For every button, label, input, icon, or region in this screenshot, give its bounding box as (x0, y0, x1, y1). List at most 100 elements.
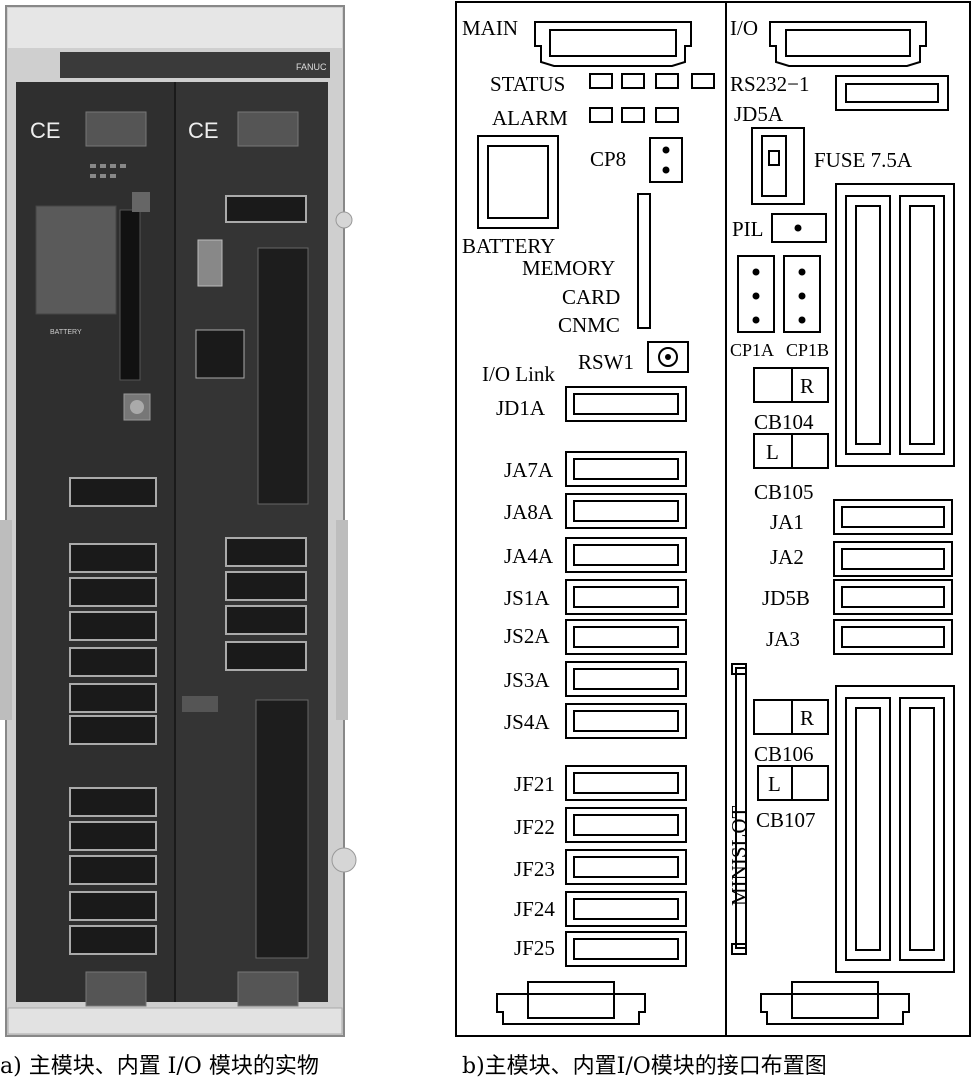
lower-slot-right-outer (899, 697, 945, 961)
left-d-sub-connectors (565, 386, 687, 967)
right-d-sub-connectors (833, 499, 953, 655)
bottom-right-connector-inner (791, 981, 879, 1019)
upper-slot-left-outer (845, 195, 891, 455)
label-ja8a: JA8A (504, 500, 554, 524)
photo-rs232-connector (225, 195, 307, 223)
label-js3a: JS3A (504, 668, 550, 692)
label-memory: MEMORY (522, 256, 615, 280)
photo-ce-mark: CE (30, 118, 61, 143)
photo-side-tab (0, 520, 12, 720)
bottom-left-connector-inner (527, 981, 615, 1019)
photo-side-tab (336, 520, 348, 720)
rsw1-dial (658, 347, 678, 367)
module-photo: FANUC CE CE BATTERY (0, 5, 357, 1037)
photo-battery-text: BATTERY (50, 329, 82, 336)
caption-a: a) 主模块、内置 I/O 模块的实物 (0, 1054, 319, 1079)
photo-screw (335, 211, 353, 229)
label-jd5b: JD5B (762, 586, 810, 610)
diagram-frame (455, 1, 971, 1037)
label-rs232: RS232−1 (730, 72, 810, 96)
photo-latch (182, 696, 218, 712)
main-connector (534, 21, 692, 67)
alarm-leds (589, 107, 679, 123)
photo-ja-slot-top (257, 247, 309, 505)
label-io: I/O (730, 16, 758, 40)
label-cb106: CB106 (754, 742, 814, 766)
label-card: CARD (562, 285, 620, 309)
label-cp1a: CP1A (730, 340, 774, 360)
fuse-holder (751, 127, 805, 205)
upper-slot-outer (835, 183, 955, 467)
photo-memory-slot (119, 209, 141, 381)
label-io-link: I/O Link (482, 362, 555, 386)
label-ja2: JA2 (770, 545, 804, 569)
lower-slot-left-inner (855, 707, 881, 951)
label-jf23: JF23 (514, 857, 555, 881)
photo-screw (331, 847, 357, 873)
photo-label-strip (60, 52, 330, 78)
label-status: STATUS (490, 72, 565, 96)
photo-ce-mark-2: CE (188, 118, 219, 143)
minislot-cap-bottom (731, 943, 747, 955)
bottom-right-connector (760, 993, 910, 1025)
rs232-connector (835, 75, 949, 111)
photo-bottom-connector (85, 971, 147, 1007)
main-connector-inner (549, 29, 677, 57)
cp8-connector (649, 137, 683, 183)
photo-cp1-block (195, 329, 245, 379)
minislot-cap-top (731, 663, 747, 675)
label-js1a: JS1A (504, 586, 550, 610)
label-cb104: CB104 (754, 410, 814, 434)
label-ja1: JA1 (770, 510, 804, 534)
photo-left-connectors (69, 477, 157, 955)
battery-outer (477, 135, 559, 229)
photo-status-leds (90, 164, 126, 178)
rs232-connector-inner (845, 83, 939, 103)
label-cb105: CB105 (754, 480, 814, 504)
cp1a-connector (737, 255, 775, 333)
photo-fanuc-text: FANUC (296, 62, 327, 72)
photo-bottom-connector (237, 971, 299, 1007)
lower-slot-outer (835, 685, 955, 973)
label-cnmc: CNMC (558, 313, 620, 337)
label-alarm: ALARM (492, 106, 568, 130)
label-ja3: JA3 (766, 627, 800, 651)
interface-layout-diagram: MAIN STATUS ALARM CP8 BATTERY MEMORY CAR… (455, 1, 971, 1037)
upper-slot-right-outer (899, 195, 945, 455)
fuse-body (761, 135, 787, 197)
caption-b: b)主模块、内置I/O模块的接口布置图 (462, 1054, 827, 1079)
cp1b-connector (783, 255, 821, 333)
photo-minislot (255, 699, 309, 959)
battery-inner (487, 145, 549, 219)
label-pil: PIL (732, 217, 764, 241)
label-r-cb106: R (800, 706, 814, 730)
connector-pins (662, 146, 806, 360)
label-battery: BATTERY (462, 234, 555, 258)
label-rsw1: RSW1 (578, 350, 634, 374)
io-connector-inner (785, 29, 911, 57)
label-cp8: CP8 (590, 147, 626, 171)
label-fuse: FUSE 7.5A (814, 148, 913, 172)
rsw1-switch (647, 341, 689, 373)
lower-slot-left-outer (845, 697, 891, 961)
status-leds (589, 73, 715, 89)
photo-cp8 (132, 192, 150, 212)
label-jd5a: JD5A (734, 102, 784, 126)
photo-main-connector (85, 111, 147, 147)
label-jf22: JF22 (514, 815, 555, 839)
photo-right-connectors (225, 537, 307, 671)
label-cb107: CB107 (756, 808, 816, 832)
label-r-cb104: R (800, 374, 814, 398)
photo-battery (35, 205, 117, 315)
label-l-cb105: L (766, 440, 779, 464)
memory-card-slot (637, 193, 651, 329)
fuse-window (768, 150, 780, 166)
label-ja7a: JA7A (504, 458, 554, 482)
label-jf24: JF24 (514, 897, 555, 921)
minislot-bar (735, 667, 747, 949)
label-l-cb107: L (768, 772, 781, 796)
label-jf21: JF21 (514, 772, 555, 796)
photo-io-connector (237, 111, 299, 147)
label-cp1b: CP1B (786, 340, 829, 360)
photo-bottom-strip (7, 1007, 343, 1035)
